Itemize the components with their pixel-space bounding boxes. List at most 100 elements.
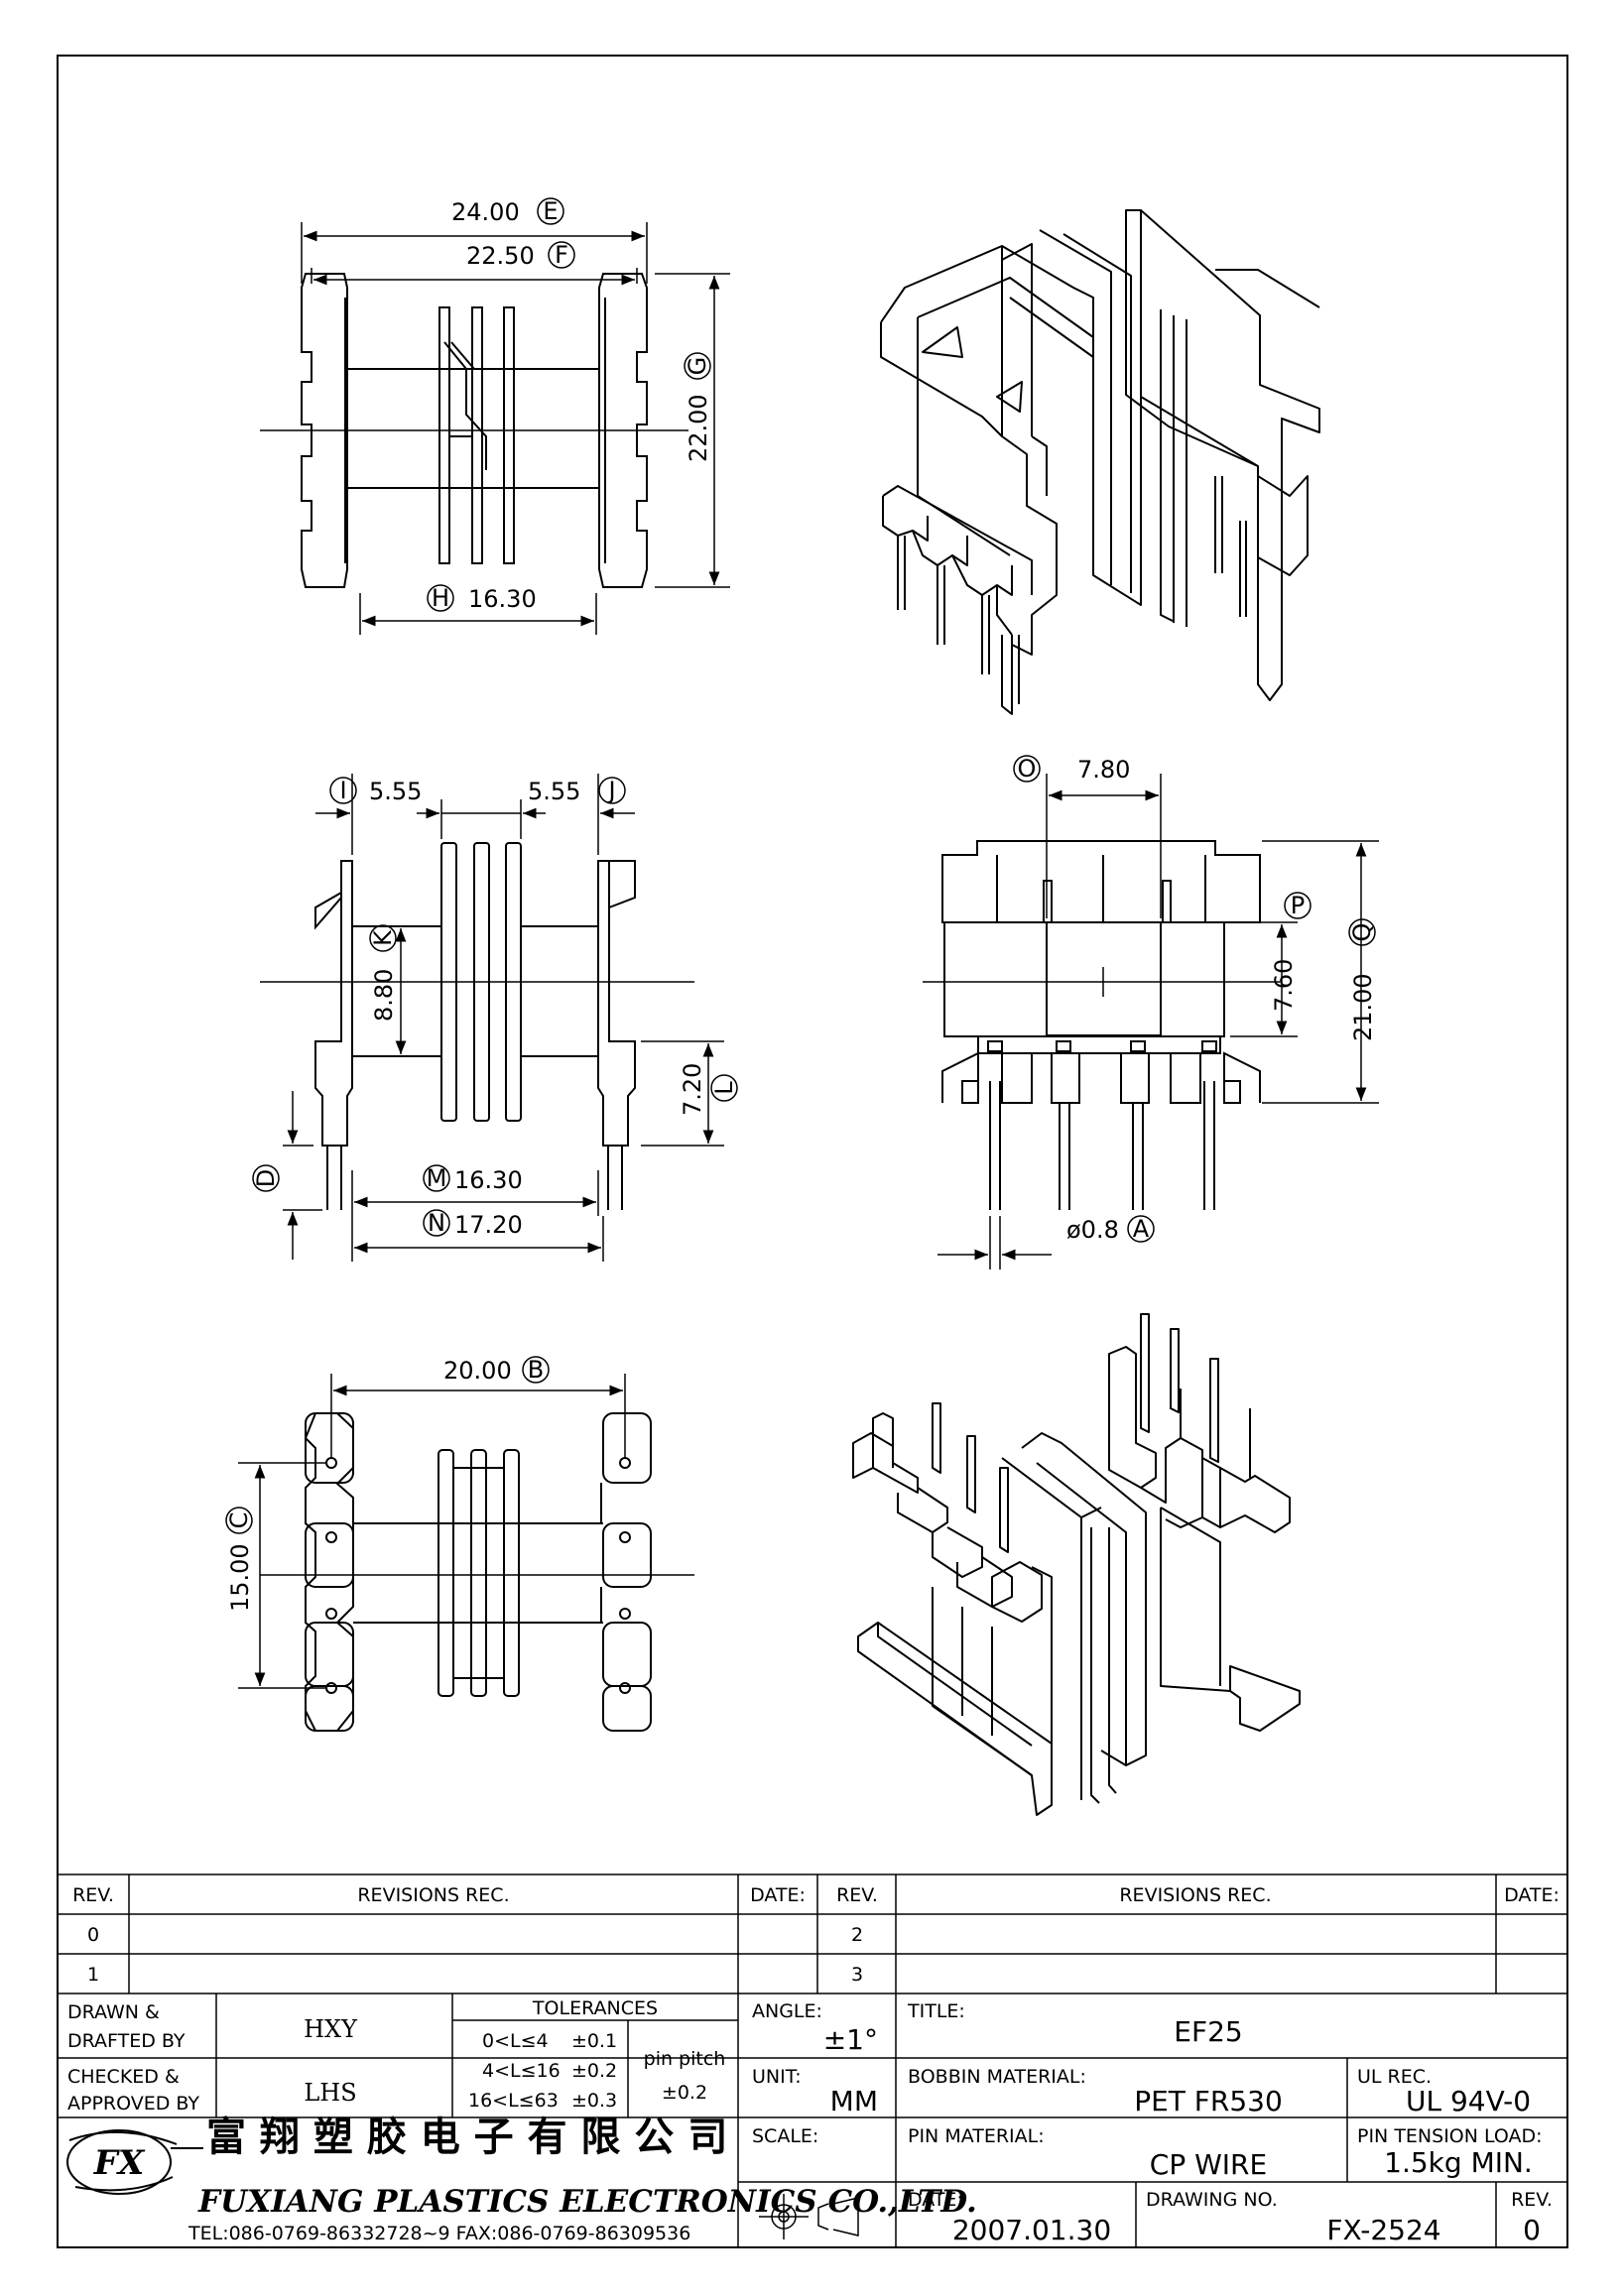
dim-N-value: 17.20 [454, 1211, 523, 1239]
pin-material-label: PIN MATERIAL: [908, 2125, 1045, 2147]
rev-header-right: REV. [836, 1884, 878, 1906]
dim-O: O 7.80 [1013, 755, 1130, 784]
dim-E-value: 24.00 [451, 198, 520, 226]
dim-B: 20.00 B [443, 1356, 550, 1385]
rec-header-right: REVISIONS REC. [1119, 1884, 1271, 1906]
dim-L: 7.20 L [679, 1063, 738, 1116]
dim-A: ø0.8 A [1066, 1215, 1155, 1244]
dim-E: 24.00 E [451, 197, 564, 226]
checked-label-2: APPROVED BY [67, 2093, 199, 2115]
title-label: TITLE: [907, 2000, 965, 2022]
front-view-dimensions [937, 774, 1379, 1269]
dim-P-value-group: 7.60 [1270, 959, 1298, 1012]
top-view [260, 273, 688, 588]
dim-I-value: 5.55 [369, 778, 422, 805]
dim-C-label: C [225, 1512, 253, 1529]
signatures: DRAWN & DRAFTED BY HXY CHECKED & APPROVE… [67, 2001, 358, 2115]
side-view [260, 842, 694, 1210]
bobbin-value: PET FR530 [1134, 2085, 1283, 2117]
dim-C: 15.00 C [225, 1507, 254, 1612]
angle-label: ANGLE: [752, 2000, 822, 2022]
dim-J-label: J [606, 777, 615, 804]
date-value: 2007.01.30 [952, 2214, 1111, 2246]
ul-label: UL REC. [1357, 2066, 1432, 2088]
dim-I: I 5.55 [329, 777, 422, 805]
title-value: EF25 [1174, 2015, 1242, 2048]
iso-view-top [880, 209, 1320, 715]
dim-H: H 16.30 [427, 584, 537, 613]
dim-D: D [252, 1164, 280, 1192]
dim-N: N 17.20 [423, 1209, 523, 1239]
bottom-view-dimensions [238, 1374, 626, 1689]
tension-label: PIN TENSION LOAD: [1357, 2125, 1543, 2147]
pin-material-value: CP WIRE [1150, 2148, 1267, 2181]
rev-value: 0 [1523, 2214, 1541, 2246]
tol-range-2: 16<L≤63 [468, 2090, 559, 2112]
pin-pitch-value: ±0.2 [662, 2082, 707, 2104]
tolerances: TOLERANCES 0<L≤4 ±0.1 4<L≤16 ±0.2 16<L≤6… [468, 1997, 725, 2112]
dim-A-label: A [1133, 1215, 1150, 1243]
dim-O-label: O [1018, 755, 1037, 783]
dim-M-value: 16.30 [454, 1166, 523, 1194]
dim-P-value: 7.60 [1270, 959, 1298, 1012]
rev-row-1: 1 [87, 1964, 99, 1986]
title-block-grid [58, 1873, 1567, 2247]
dim-K: 8.80 K [369, 924, 398, 1022]
dim-Q-label: Q [1348, 923, 1376, 942]
dim-C-value: 15.00 [226, 1543, 254, 1612]
drawing-no-value: FX-2524 [1326, 2214, 1440, 2246]
rev-header-left: REV. [72, 1884, 114, 1906]
checked-label-1: CHECKED & [67, 2066, 180, 2088]
front-view [923, 840, 1280, 1210]
dim-K-label: K [369, 929, 397, 946]
tol-range-0: 0<L≤4 [482, 2030, 549, 2052]
rec-header-left: REVISIONS REC. [357, 1884, 509, 1906]
dim-Q: 21.00 Q [1348, 918, 1377, 1041]
drawn-label-1: DRAWN & [67, 2001, 160, 2023]
rev-row-0: 0 [87, 1924, 99, 1946]
company-info: 富 翔 塑 胶 电 子 有 限 公 司 FUXIANG PLASTICS ELE… [171, 2114, 977, 2244]
side-view-dimensions [283, 774, 724, 1262]
dim-H-label: H [432, 584, 449, 612]
bobbin-label: BOBBIN MATERIAL: [908, 2066, 1086, 2088]
dim-M: M 16.30 [423, 1164, 523, 1194]
pin-pitch-label: pin pitch [644, 2048, 726, 2070]
rev-row-3: 3 [851, 1964, 863, 1986]
bottom-view [260, 1412, 694, 1732]
iso-view-bottom [852, 1313, 1301, 1816]
dim-D-label: D [252, 1169, 280, 1187]
dim-L-label: L [710, 1081, 738, 1095]
rev-row-2: 2 [851, 1924, 863, 1946]
company-name-en: FUXIANG PLASTICS ELECTRONICS CO.,LTD. [197, 2184, 977, 2220]
dim-A-value: ø0.8 [1066, 1216, 1119, 1244]
dim-H-value: 16.30 [468, 585, 537, 613]
logo-letters: FX [93, 2143, 146, 2183]
angle-unit-scale: ANGLE: ±1° UNIT: MM SCALE: [752, 2000, 878, 2147]
ul-value: UL 94V-0 [1406, 2085, 1531, 2117]
angle-value: ±1° [823, 2023, 878, 2056]
dim-K-value: 8.80 [370, 969, 398, 1022]
dim-P: P [1284, 892, 1312, 919]
tension-value: 1.5kg MIN. [1384, 2146, 1533, 2179]
tol-value-0: ±0.1 [571, 2030, 617, 2052]
dim-I-label: I [339, 777, 346, 804]
tol-range-1: 4<L≤16 [482, 2060, 561, 2082]
company-name-cn: 富 翔 塑 胶 电 子 有 限 公 司 [206, 2114, 727, 2160]
tol-value-2: ±0.3 [571, 2090, 617, 2112]
tol-value-1: ±0.2 [571, 2060, 617, 2082]
rev-label: REV. [1511, 2189, 1553, 2211]
drawing-no-label: DRAWING NO. [1146, 2189, 1278, 2211]
dim-F: 22.50 F [466, 241, 575, 270]
date-label: DATE: [908, 2189, 963, 2211]
dim-E-label: E [543, 197, 558, 225]
drawn-label-2: DRAFTED BY [67, 2030, 186, 2052]
dim-Q-value: 21.00 [1349, 973, 1377, 1041]
date-header-right: DATE: [1504, 1884, 1560, 1906]
dim-M-label: M [427, 1164, 447, 1192]
dim-J: 5.55 J [528, 777, 626, 805]
dim-G-value: 22.00 [685, 394, 712, 462]
tolerances-label: TOLERANCES [532, 1997, 658, 2019]
drawn-value: HXY [304, 2015, 358, 2043]
dim-N-label: N [428, 1209, 445, 1237]
